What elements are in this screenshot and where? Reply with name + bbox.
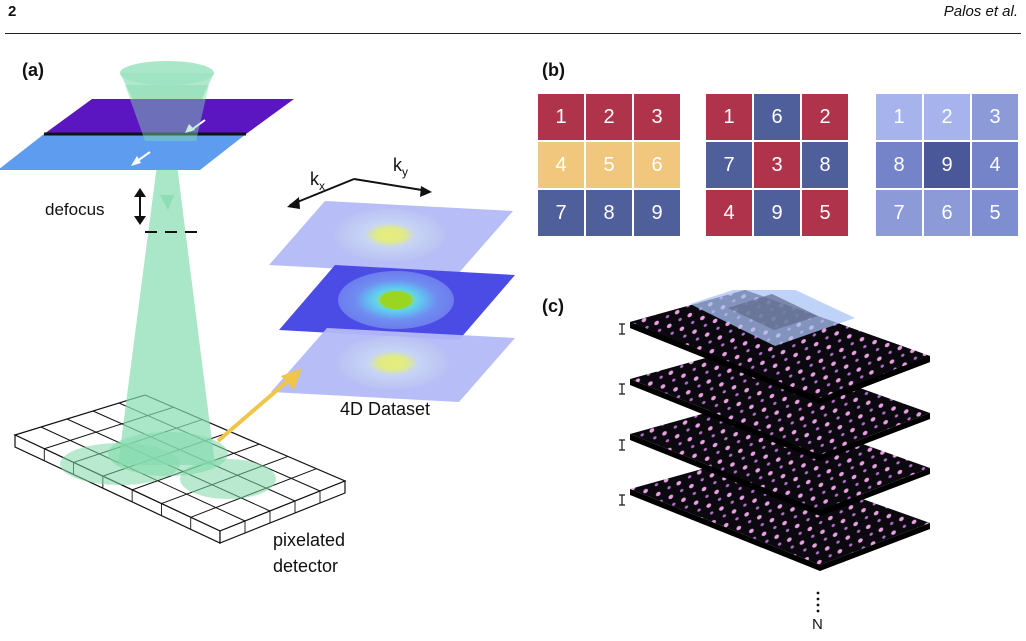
- sample-specimen: [0, 85, 294, 170]
- grid-cell: 3: [972, 94, 1018, 140]
- grid-cell: 7: [538, 190, 584, 236]
- slice-spacing-markers: [619, 323, 625, 506]
- panel-c-slice-stack: N: [619, 290, 930, 631]
- grid-cell: 8: [876, 142, 922, 188]
- dataset-stack: [269, 201, 515, 402]
- grid-cell: 5: [586, 142, 632, 188]
- grid-cell: 4: [972, 142, 1018, 188]
- grid-cell: 9: [924, 142, 970, 188]
- grid-cell: 3: [634, 94, 680, 140]
- atomic-slice: [630, 402, 930, 510]
- grid-cell: 1: [876, 94, 922, 140]
- grid-cell: 7: [706, 142, 752, 188]
- panel-b-label: (b): [542, 60, 565, 80]
- detector-label-line2: detector: [273, 556, 338, 576]
- grid-cell: 7: [876, 190, 922, 236]
- grid-cell: 6: [634, 142, 680, 188]
- grid-cell: 5: [972, 190, 1018, 236]
- k-axes: [287, 178, 432, 209]
- grid-cell: 9: [634, 190, 680, 236]
- panel-a-schematic: defocus kx ky 4D Dataset pixelated detec…: [0, 61, 515, 576]
- running-header-authors: Palos et al.: [943, 3, 1018, 20]
- panel-a-label: (a): [22, 60, 44, 80]
- grid-cell: 5: [802, 190, 848, 236]
- kx-label: kx: [310, 169, 325, 193]
- defocus-label: defocus: [45, 200, 105, 219]
- ky-label: ky: [393, 155, 408, 179]
- grid-cell: 2: [802, 94, 848, 140]
- grid-cell: 4: [538, 142, 584, 188]
- grid-cell: 6: [754, 94, 800, 140]
- grid-cell: 4: [706, 190, 752, 236]
- detector-label-line1: pixelated: [273, 530, 345, 550]
- grid-cell: 1: [706, 94, 752, 140]
- panel-c-label: (c): [542, 296, 564, 316]
- grid-cell: 9: [754, 190, 800, 236]
- atomic-slice: [630, 457, 930, 565]
- acquisition-arrow: [216, 368, 302, 443]
- slice-count-label: N: [812, 616, 823, 631]
- header-rule: [5, 33, 1021, 34]
- atomic-slice: [630, 347, 930, 455]
- continuation-dots: [816, 591, 820, 613]
- grid-cell: 2: [924, 94, 970, 140]
- grid-cell: 1: [538, 94, 584, 140]
- page-number: 2: [8, 3, 17, 20]
- grid-cell: 8: [586, 190, 632, 236]
- defocus-indicator: [134, 188, 200, 233]
- grid-cell: 2: [586, 94, 632, 140]
- dataset-label: 4D Dataset: [340, 399, 430, 419]
- grid-cell: 6: [924, 190, 970, 236]
- grid-cell: 3: [754, 142, 800, 188]
- grid-cell: 8: [802, 142, 848, 188]
